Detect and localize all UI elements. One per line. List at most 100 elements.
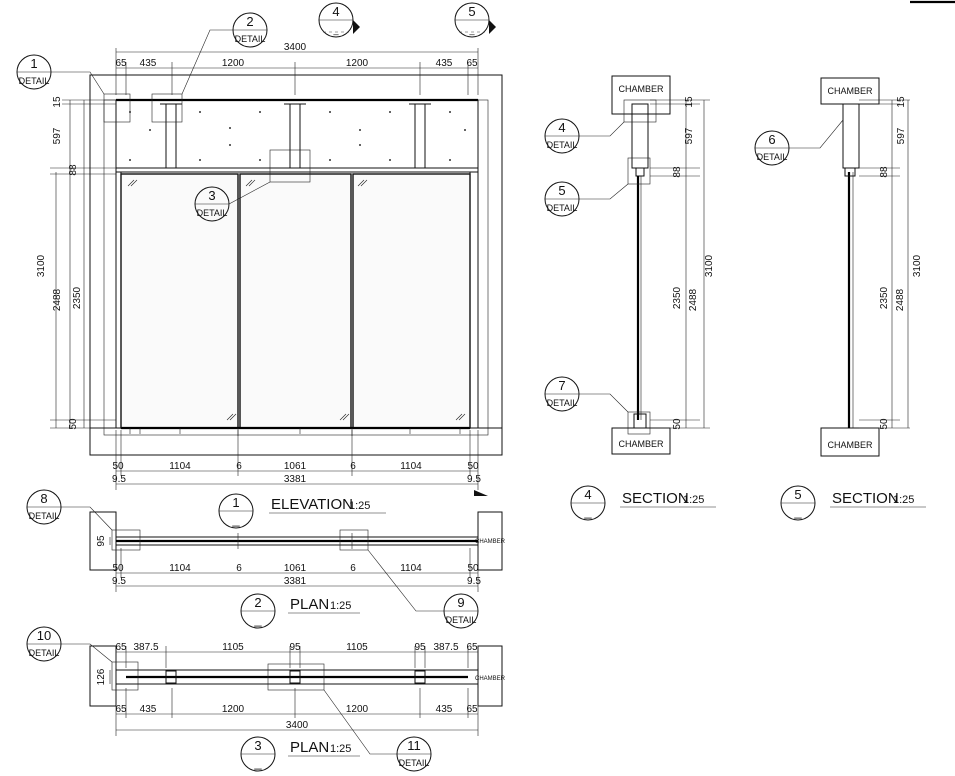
section-marker-4-sub: _ <box>332 25 339 35</box>
svg-text:65: 65 <box>466 704 478 715</box>
svg-text:DETAIL: DETAIL <box>547 140 578 150</box>
svg-text:_: _ <box>793 504 802 519</box>
svg-text:9: 9 <box>457 595 464 610</box>
dim-bottom-3: 6 <box>236 461 242 472</box>
svg-text:9.5: 9.5 <box>467 576 481 587</box>
transom-fixings <box>129 111 466 161</box>
detail-box-2 <box>151 93 183 123</box>
detail-box-10 <box>111 661 139 691</box>
dim-top-3: 1200 <box>222 58 245 69</box>
detail-callout-3: 3 DETAIL <box>194 181 271 222</box>
detail-callout-11: 11 DETAIL <box>323 689 432 772</box>
svg-text:5: 5 <box>558 183 565 198</box>
dim-left-total: 3100 <box>36 254 47 277</box>
detail-callout-2: 2 DETAIL <box>181 12 268 95</box>
svg-text:2350: 2350 <box>672 286 683 309</box>
dim-top-2: 435 <box>140 58 157 69</box>
svg-text:10: 10 <box>37 628 51 643</box>
svg-text:1104: 1104 <box>169 563 191 574</box>
detail-callout-10: 10 DETAIL <box>26 626 113 663</box>
section-4-title: 4 _ SECTION 1:25 <box>570 485 716 521</box>
svg-text:11: 11 <box>407 738 421 753</box>
svg-text:CHAMBER: CHAMBER <box>827 440 873 450</box>
dim-bottom-total: 3381 <box>284 474 307 485</box>
transom-panel <box>115 99 479 169</box>
svg-text:4: 4 <box>332 4 339 19</box>
detail-callout-8: 8 DETAIL <box>26 489 113 531</box>
section-marker-5: 5 _ <box>454 2 496 38</box>
dim-top-6: 65 <box>466 58 478 69</box>
dim-bottom-6: 1104 <box>400 461 422 472</box>
elevation-bottom-dimensions: 50 1104 6 1061 6 1104 50 9.5 9.5 3381 <box>112 430 488 496</box>
plan2-title-text: PLAN <box>290 596 329 613</box>
svg-text:DETAIL: DETAIL <box>446 615 477 625</box>
glass-panel-center <box>239 173 352 429</box>
plan3-side-dim: 126 <box>96 668 107 685</box>
dim-top-5: 435 <box>436 58 453 69</box>
svg-text:DETAIL: DETAIL <box>547 203 578 213</box>
svg-text:DETAIL: DETAIL <box>19 76 50 86</box>
svg-text:1200: 1200 <box>222 704 245 715</box>
elevation-top-dimensions: 65 435 1200 1200 435 65 3400 <box>115 42 479 95</box>
svg-text:3100: 3100 <box>912 254 923 277</box>
svg-text:1: 1 <box>30 56 37 71</box>
glass-panel-left <box>120 173 239 429</box>
section-5-title: 5 _ SECTION 1:25 <box>780 485 926 521</box>
detail-box-11 <box>267 663 325 691</box>
dim-bottom-5: 6 <box>350 461 356 472</box>
svg-text:1105: 1105 <box>222 642 244 653</box>
dim-bottom-7: 50 <box>467 461 479 472</box>
section-4-view: CHAMBER CHAMBER 15 597 88 2350 50 2488 3… <box>611 75 715 455</box>
elevation-view: 65 435 1200 1200 435 65 3400 15 597 88 2… <box>36 42 503 496</box>
svg-text:3400: 3400 <box>286 720 309 731</box>
svg-text:5: 5 <box>468 4 475 19</box>
dim-left-2: 597 <box>52 127 63 144</box>
svg-text:4: 4 <box>584 487 591 502</box>
svg-text:DETAIL: DETAIL <box>197 208 228 218</box>
svg-text:50: 50 <box>467 563 479 574</box>
dim-bottom-4: 1061 <box>284 461 307 472</box>
detail-callout-6: 6 DETAIL <box>754 119 844 166</box>
svg-text:8: 8 <box>40 491 47 506</box>
svg-text:65: 65 <box>115 704 127 715</box>
svg-text:65: 65 <box>115 642 127 653</box>
svg-text:9.5: 9.5 <box>112 576 126 587</box>
section4-title-text: SECTION <box>622 490 689 507</box>
plan2-chamber-label: CHAMBER <box>475 539 506 545</box>
dim-bottom-2: 1104 <box>169 461 191 472</box>
detail-callout-7: 7 DETAIL <box>544 376 629 413</box>
svg-text:5: 5 <box>794 487 801 502</box>
glass-panel-right <box>352 173 471 429</box>
svg-text:435: 435 <box>140 704 157 715</box>
dim-top-1: 65 <box>115 58 127 69</box>
section5-title-text: SECTION <box>832 490 899 507</box>
svg-text:2488: 2488 <box>688 288 699 311</box>
svg-text:CHAMBER: CHAMBER <box>618 84 664 94</box>
svg-text:597: 597 <box>896 127 907 144</box>
plan2-title-scale: 1:25 <box>330 600 351 612</box>
svg-text:DETAIL: DETAIL <box>399 758 430 768</box>
dim-left-5: 50 <box>68 418 79 430</box>
svg-text:435: 435 <box>436 704 453 715</box>
detail-callout-5: 5 DETAIL <box>544 181 629 217</box>
section4-top-chamber <box>611 75 671 115</box>
section4-title-scale: 1:25 <box>683 494 704 506</box>
section-marker-5-sub: _ <box>468 25 475 35</box>
detail-box-9 <box>339 529 369 551</box>
svg-text:DETAIL: DETAIL <box>29 648 60 658</box>
svg-text:3100: 3100 <box>704 254 715 277</box>
plan3-title-scale: 1:25 <box>330 743 351 755</box>
section5-title-scale: 1:25 <box>893 494 914 506</box>
svg-text:1104: 1104 <box>400 563 422 574</box>
svg-text:1061: 1061 <box>284 563 307 574</box>
svg-text:_: _ <box>583 504 592 519</box>
svg-text:CHAMBER: CHAMBER <box>618 439 664 449</box>
plan-3-view: CHAMBER 126 65 387.5 1105 95 1105 95 387… <box>89 642 506 736</box>
dim-left-3: 88 <box>68 164 79 176</box>
section-marker-4: 4 _ <box>318 2 360 38</box>
svg-text:_: _ <box>253 755 262 770</box>
glass-panels <box>120 173 471 429</box>
svg-text:1105: 1105 <box>346 642 368 653</box>
elevation-left-dimensions: 15 597 88 2350 50 3100 2488 <box>36 96 116 430</box>
